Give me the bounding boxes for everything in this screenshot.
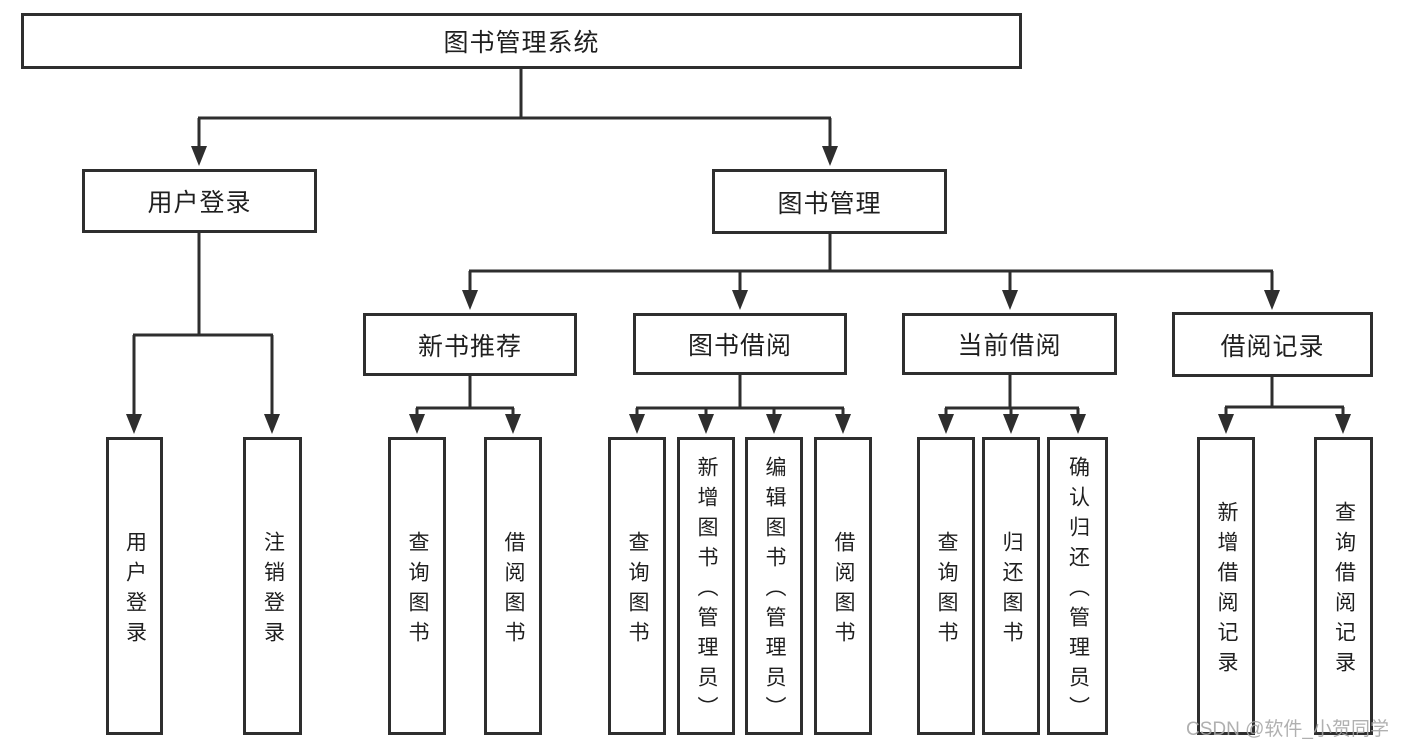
node-label-leaf-edit-books-admin: 编辑图书（管理员） bbox=[763, 455, 786, 726]
arrowhead-icon bbox=[1002, 290, 1018, 310]
node-leaf-return-books: 归还图书 bbox=[982, 437, 1040, 735]
arrowhead-icon bbox=[1003, 414, 1019, 434]
arrowhead-icon bbox=[126, 414, 142, 434]
node-leaf-query-books-current: 查询图书 bbox=[917, 437, 975, 735]
node-leaf-add-borrow-record: 新增借阅记录 bbox=[1197, 437, 1255, 735]
arrowhead-icon bbox=[1335, 414, 1351, 434]
node-leaf-logout: 注销登录 bbox=[243, 437, 302, 735]
arrowhead-icon bbox=[938, 414, 954, 434]
arrowhead-icon bbox=[505, 414, 521, 434]
node-user-login: 用户登录 bbox=[82, 169, 317, 233]
node-leaf-user-login: 用户登录 bbox=[106, 437, 163, 735]
arrowhead-icon bbox=[264, 414, 280, 434]
node-label-leaf-borrow-books-borrowing: 借阅图书 bbox=[832, 530, 855, 651]
node-label-new-book-recommend: 新书推荐 bbox=[417, 332, 522, 361]
node-leaf-add-books-admin: 新增图书（管理员） bbox=[677, 437, 735, 735]
arrowhead-icon bbox=[835, 414, 851, 434]
node-label-leaf-query-books-recommend: 查询图书 bbox=[406, 530, 429, 651]
watermark: CSDN @软件_小贺同学 bbox=[1186, 719, 1389, 740]
arrowhead-icon bbox=[732, 290, 748, 310]
node-label-book-management: 图书管理 bbox=[777, 189, 882, 218]
node-label-current-borrowing: 当前借阅 bbox=[957, 332, 1062, 360]
arrowhead-icon bbox=[629, 414, 645, 434]
node-leaf-query-books-recommend: 查询图书 bbox=[388, 437, 446, 735]
node-book-management: 图书管理 bbox=[712, 169, 947, 234]
node-leaf-confirm-return-admin: 确认归还（管理员） bbox=[1047, 437, 1108, 735]
node-leaf-edit-books-admin: 编辑图书（管理员） bbox=[745, 437, 803, 735]
arrowhead-icon bbox=[409, 414, 425, 434]
arrowhead-icon bbox=[698, 414, 714, 434]
node-label-borrowing-records: 借阅记录 bbox=[1220, 332, 1325, 361]
node-label-leaf-borrow-books-recommend: 借阅图书 bbox=[502, 530, 525, 651]
node-borrowing-records: 借阅记录 bbox=[1172, 312, 1373, 377]
arrowhead-icon bbox=[191, 146, 207, 166]
node-leaf-query-borrow-record: 查询借阅记录 bbox=[1314, 437, 1373, 735]
arrowhead-icon bbox=[1070, 414, 1086, 434]
arrowhead-icon bbox=[766, 414, 782, 434]
node-label-leaf-query-borrow-record: 查询借阅记录 bbox=[1332, 500, 1356, 681]
node-label-leaf-return-books: 归还图书 bbox=[1000, 530, 1023, 651]
arrowhead-icon bbox=[822, 146, 838, 166]
node-book-borrowing: 图书借阅 bbox=[633, 313, 847, 375]
node-current-borrowing: 当前借阅 bbox=[902, 313, 1117, 375]
node-label-leaf-add-books-admin: 新增图书（管理员） bbox=[695, 455, 718, 726]
node-label-leaf-add-borrow-record: 新增借阅记录 bbox=[1215, 500, 1238, 681]
node-label-leaf-query-books-borrowing: 查询图书 bbox=[626, 530, 649, 651]
node-label-leaf-confirm-return-admin: 确认归还（管理员） bbox=[1066, 455, 1090, 726]
node-label-leaf-user-login: 用户登录 bbox=[123, 530, 147, 651]
node-leaf-borrow-books-recommend: 借阅图书 bbox=[484, 437, 542, 735]
node-label-user-login: 用户登录 bbox=[147, 189, 252, 217]
node-new-book-recommend: 新书推荐 bbox=[363, 313, 577, 376]
node-label-root: 图书管理系统 bbox=[443, 29, 600, 57]
node-label-leaf-query-books-current: 查询图书 bbox=[935, 530, 958, 651]
node-leaf-borrow-books-borrowing: 借阅图书 bbox=[814, 437, 872, 735]
arrowhead-icon bbox=[462, 290, 478, 310]
node-leaf-query-books-borrowing: 查询图书 bbox=[608, 437, 666, 735]
node-label-book-borrowing: 图书借阅 bbox=[687, 332, 792, 360]
arrowhead-icon bbox=[1264, 290, 1280, 310]
arrowhead-icon bbox=[1218, 414, 1234, 434]
node-root: 图书管理系统 bbox=[21, 13, 1022, 69]
node-label-leaf-logout: 注销登录 bbox=[261, 530, 285, 651]
